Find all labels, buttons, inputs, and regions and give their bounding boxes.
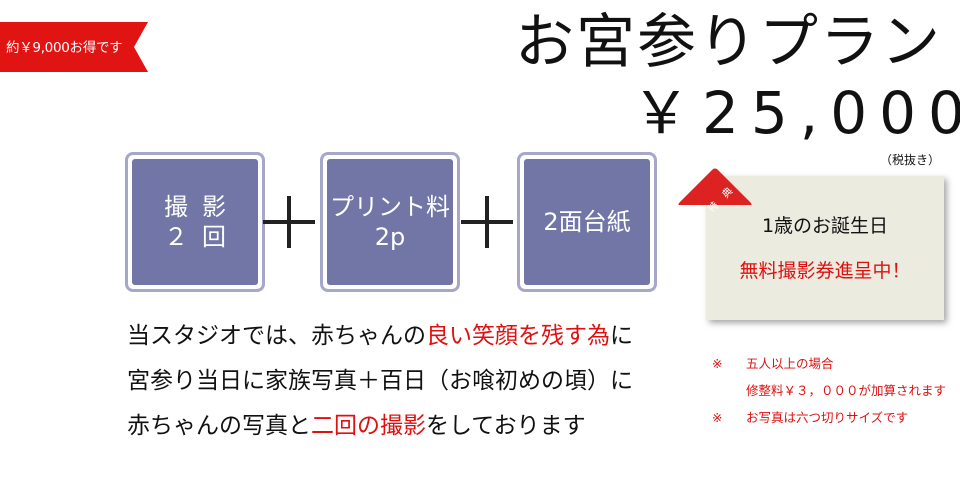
note-1-sub: 修整料￥３，０００が加算されます [746, 383, 947, 398]
plan-title: お宮参りプラン [515, 7, 943, 76]
plus-icon [263, 196, 315, 248]
note-mark: ※ [712, 356, 723, 371]
tax-note: （税抜き） [880, 153, 941, 167]
note-2: ※お写真は六つ切りサイズです [712, 404, 946, 431]
shooting-box: 撮影 ２回 [125, 152, 265, 292]
discount-label: 約￥9,000お得です [6, 40, 123, 56]
note-mark: ※ [712, 410, 723, 425]
description-line3: 赤ちゃんの写真と二回の撮影をしております [127, 413, 586, 439]
campaign-line2: 無料撮影券進呈中！ [739, 260, 911, 282]
shooting-count: ２回 [164, 223, 240, 251]
shooting-label: 撮影 [164, 193, 240, 221]
print-count: 2p [374, 223, 406, 251]
description-line1: 当スタジオでは、赤ちゃんの良い笑顔を残す為に [127, 323, 633, 349]
mount-label: 2面台紙 [543, 208, 631, 236]
mount-box: 2面台紙 [517, 152, 657, 292]
plan-price: ￥25,000 [632, 79, 960, 147]
print-label: プリント料 [330, 193, 450, 221]
description-line2: 宮参り当日に家族写真＋百日（お喰初めの頃）に [127, 368, 633, 394]
notes: ※五人以上の場合 修整料￥３，０００が加算されます ※お写真は六つ切りサイズです [712, 350, 946, 431]
campaign-line1: 1歳のお誕生日 [761, 215, 889, 237]
plus-icon [461, 196, 513, 248]
description: 当スタジオでは、赤ちゃんの良い笑顔を残す為に 宮参り当日に家族写真＋百日（お喰初… [127, 314, 633, 449]
print-box: プリント料 2p [320, 152, 460, 292]
campaign-card: 特典 1歳のお誕生日 無料撮影券進呈中！ [706, 176, 944, 320]
discount-ribbon: 約￥9,000お得です [0, 22, 148, 72]
note-1: ※五人以上の場合 [712, 350, 946, 377]
